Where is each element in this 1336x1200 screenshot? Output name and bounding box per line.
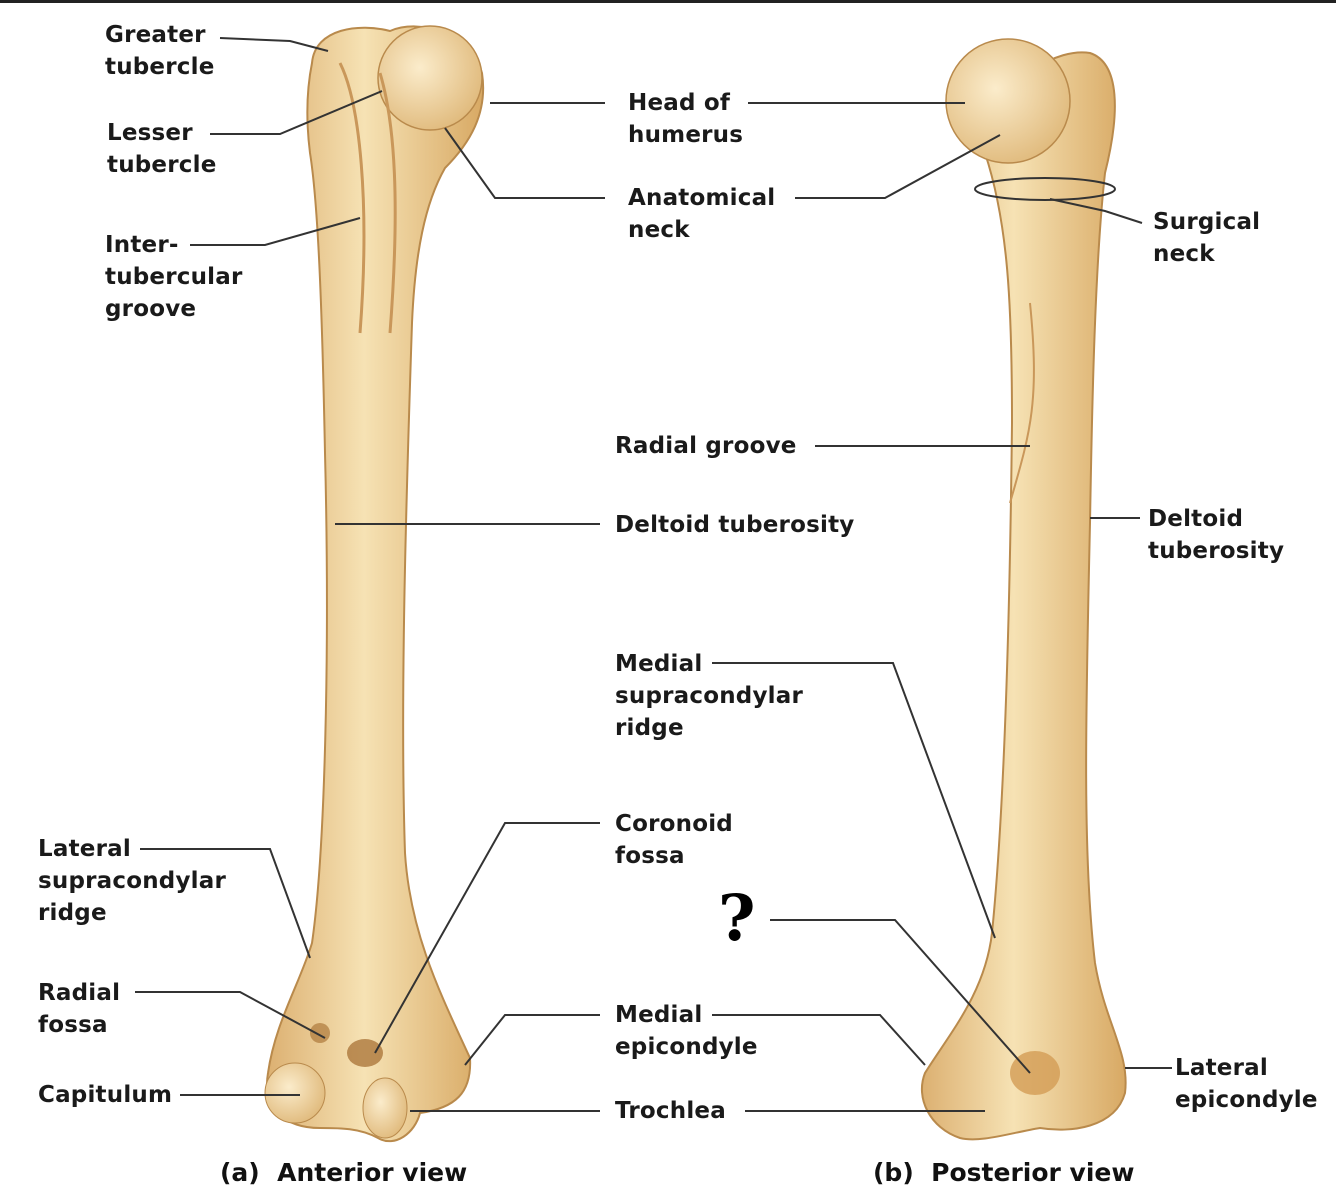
label-medial-supracondylar-ridge: Medial supracondylar ridge [615, 651, 804, 741]
anterior-humerus [264, 25, 485, 1143]
diagram-artwork [135, 25, 1172, 1143]
label-coronoid-fossa: Coronoid fossa [615, 811, 733, 869]
label-trochlea: Trochlea [615, 1098, 726, 1124]
caption-anterior-view: (a) Anterior view [220, 1158, 468, 1187]
label-head-of-humerus: Head of humerus [628, 90, 744, 148]
posterior-humerus [920, 38, 1127, 1141]
label-radial-groove: Radial groove [615, 433, 797, 459]
label-greater-tubercle: Greater tubercle [105, 22, 215, 80]
label-lesser-tubercle: Lesser tubercle [107, 120, 217, 178]
label-deltoid-tuberosity-posterior: Deltoid tuberosity [1148, 506, 1285, 564]
label-anatomical-neck: Anatomical neck [628, 185, 776, 243]
label-capitulum: Capitulum [38, 1082, 173, 1108]
label-intertubercular-groove: Inter- tubercular groove [105, 232, 243, 322]
caption-posterior-view: (b) Posterior view [873, 1158, 1135, 1187]
label-lateral-supracondylar-ridge: Lateral supracondylar ridge [38, 836, 227, 926]
label-radial-fossa: Radial fossa [38, 980, 121, 1038]
label-medial-epicondyle: Medial epicondyle [615, 1002, 758, 1060]
label-deltoid-tuberosity-anterior: Deltoid tuberosity [615, 512, 855, 538]
label-surgical-neck: Surgical neck [1153, 209, 1261, 267]
leader-lines [135, 37, 1172, 1112]
label-unknown-question-mark: ? [718, 881, 756, 956]
label-lateral-epicondyle: Lateral epicondyle [1175, 1055, 1318, 1113]
